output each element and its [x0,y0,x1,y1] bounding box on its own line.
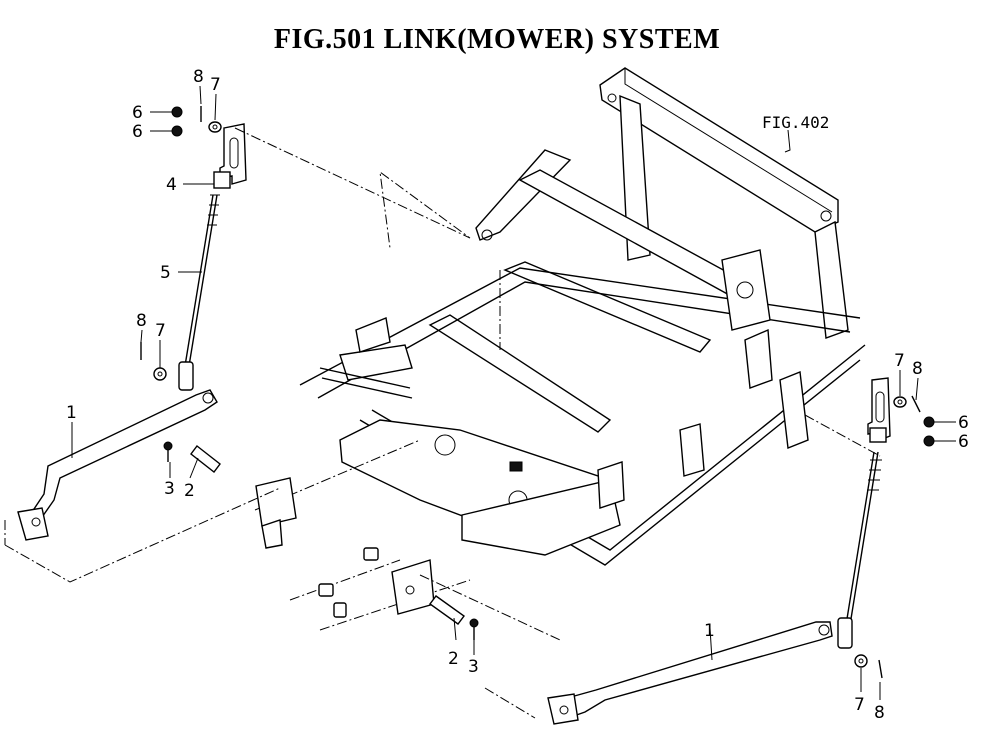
callout-1-right: 1 [704,621,715,641]
mower-frame-assembly [254,67,866,631]
callout-7-right-top: 7 [894,351,905,371]
reference-fig-402: FIG.402 [762,113,829,132]
callout-8-right-top: 8 [912,359,923,379]
callout-1-left: 1 [66,403,77,423]
left-link-assembly [4,106,471,583]
callout-6-top-left-b: 6 [132,122,143,142]
callout-8-mid-left: 8 [136,311,147,331]
callout-7-mid-left: 7 [155,321,166,341]
callout-7-top-left: 7 [210,75,221,95]
callout-6-right-a: 6 [958,413,969,433]
figure-title: FIG.501 LINK(MOWER) SYSTEM [273,24,721,55]
callout-6-right-b: 6 [958,432,969,452]
right-link-assembly [484,377,935,725]
callout-8-top-left: 8 [193,67,204,87]
callout-2-left: 2 [184,481,195,501]
callout-7-right-bottom: 7 [854,695,865,715]
callout-8-right-bottom: 8 [874,703,885,723]
leader-lines [71,85,956,700]
callout-6-top-left-a: 6 [132,103,143,123]
centre-link-assembly [318,547,561,641]
callout-3-centre: 3 [468,657,479,677]
callout-3-left: 3 [164,479,175,499]
callout-4-left: 4 [166,175,177,195]
callout-5-left: 5 [160,263,171,283]
callout-labels: 8 7 6 6 4 5 8 7 1 3 2 FIG.402 7 8 6 6 1 … [66,67,969,723]
callout-2-centre: 2 [448,649,459,669]
